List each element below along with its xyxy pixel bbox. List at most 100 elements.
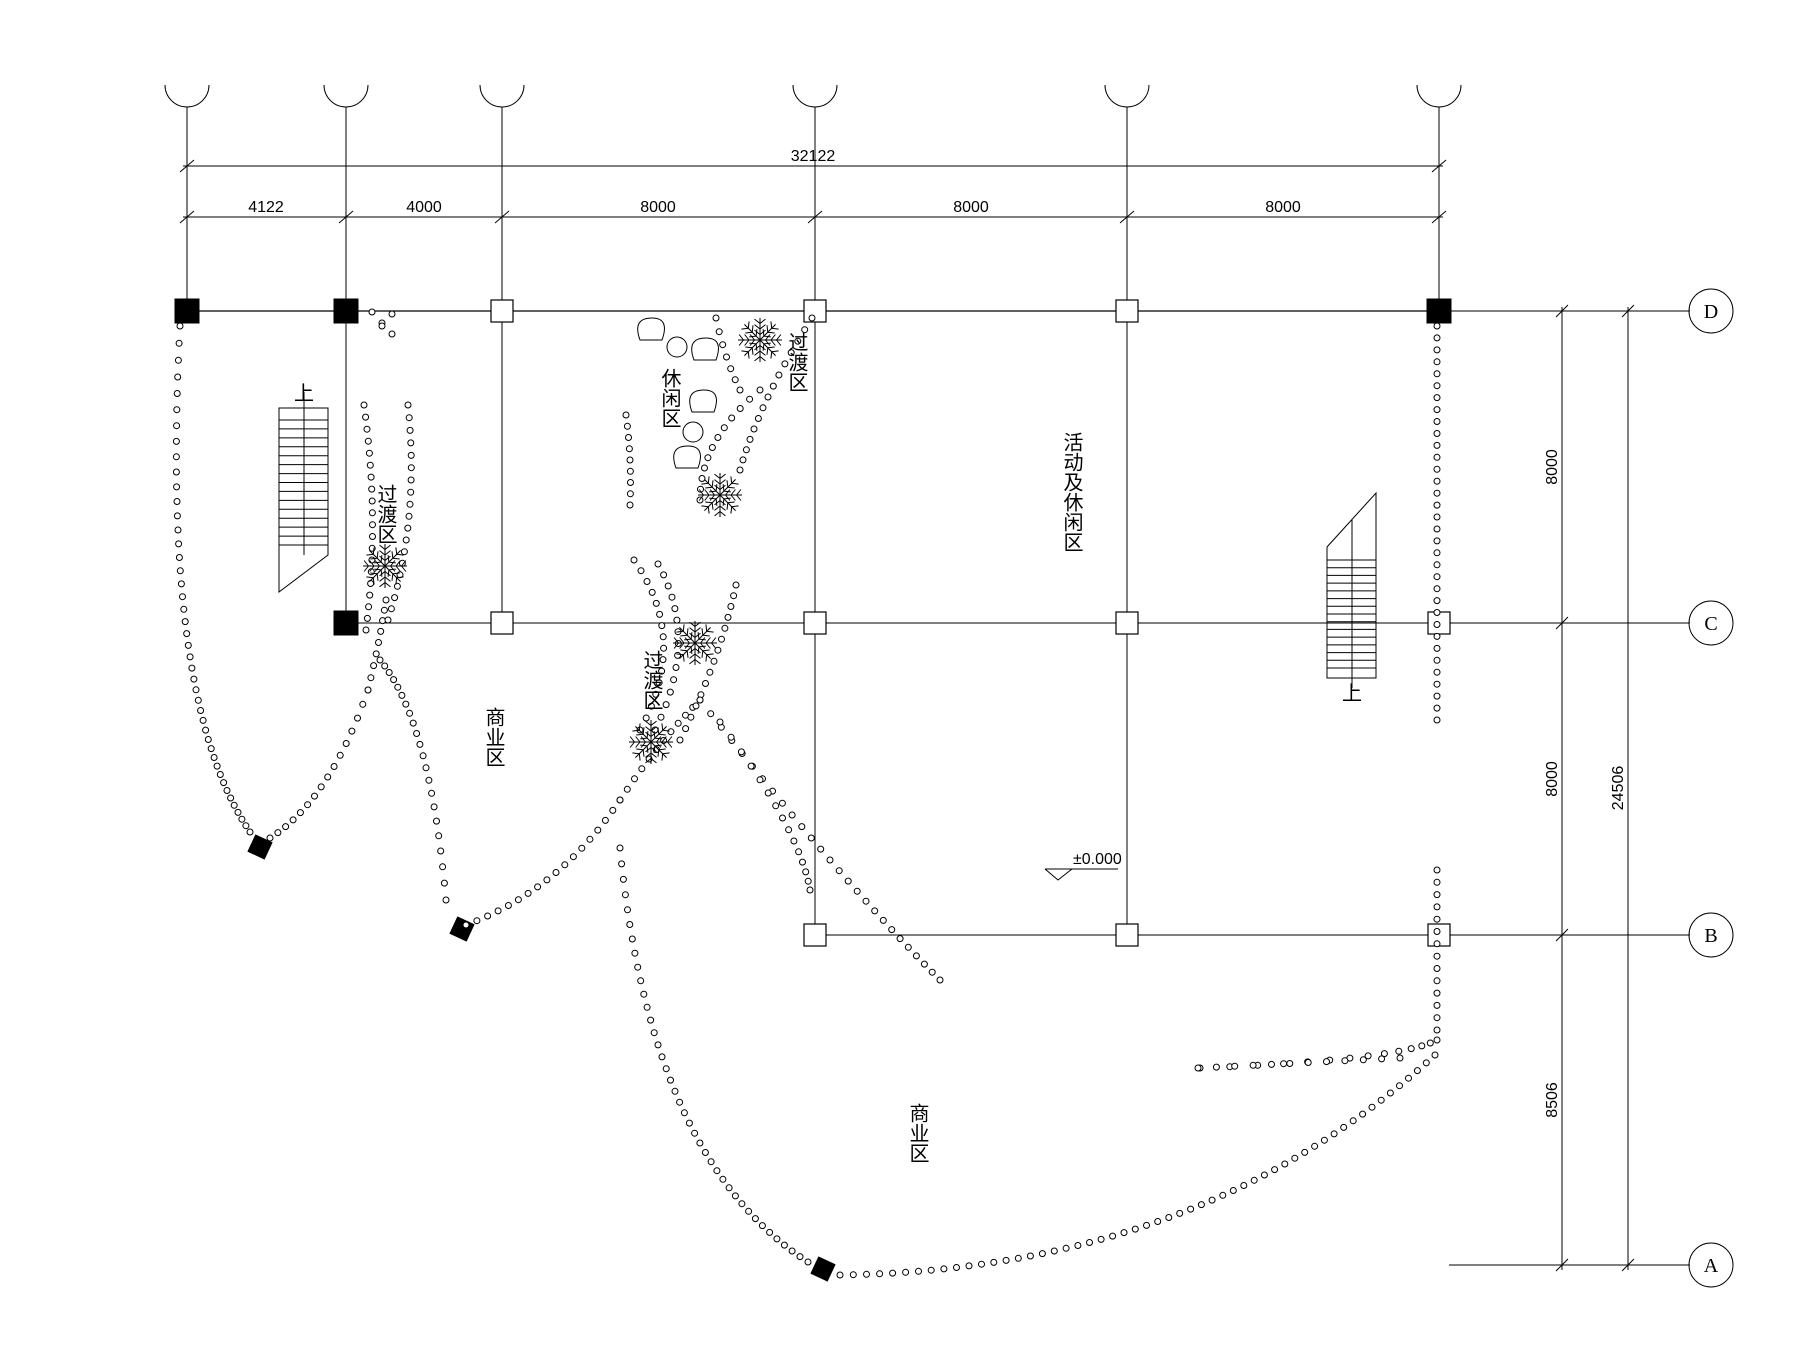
path-dot — [806, 886, 814, 894]
zone-transition-1: 过渡区 — [374, 484, 398, 544]
path-dot — [795, 848, 803, 856]
path-dot — [289, 816, 297, 824]
path-dot — [1176, 1209, 1184, 1217]
path-dot — [324, 773, 332, 781]
path-dot — [634, 963, 642, 971]
path-dot — [640, 990, 648, 998]
tree-icon — [738, 318, 782, 362]
path-dot — [696, 1139, 704, 1147]
path-dot — [223, 787, 231, 794]
path-dot — [367, 473, 375, 481]
path-dot — [405, 512, 413, 520]
path-dot — [387, 605, 395, 613]
path-dot — [176, 567, 184, 575]
path-dot — [1380, 1050, 1388, 1058]
path-dot — [785, 826, 793, 834]
path-dot — [723, 353, 730, 361]
path-dot — [1340, 1123, 1348, 1131]
path-dot — [766, 1228, 774, 1236]
path-dot — [781, 360, 789, 368]
path-dot — [1433, 525, 1441, 533]
path-dot — [1143, 1221, 1150, 1229]
path-dot — [667, 1076, 674, 1084]
path-dot — [1368, 1103, 1376, 1111]
path-dot — [732, 581, 740, 589]
path-dot — [1433, 891, 1441, 899]
path-dot — [643, 578, 651, 585]
path-dot — [425, 776, 433, 784]
path-dot — [736, 405, 744, 412]
path-dot — [775, 371, 783, 379]
path-dot — [173, 498, 181, 505]
path-dot — [1311, 1142, 1319, 1150]
path-dot — [616, 796, 624, 804]
path-dot — [227, 794, 235, 802]
path-dot — [1422, 1059, 1430, 1067]
path-dot — [184, 641, 192, 649]
path-dot — [725, 1184, 733, 1192]
path-dot — [853, 887, 861, 895]
path-dot — [625, 445, 633, 453]
top-axis-bubbles — [0, 0, 1800, 108]
path-dot — [407, 488, 415, 496]
path-dot — [627, 479, 634, 486]
path-dot — [375, 639, 382, 646]
path-dot — [578, 844, 586, 852]
path-dot — [173, 406, 181, 414]
path-dot — [623, 422, 631, 430]
path-dot — [790, 837, 798, 845]
path-dot — [304, 801, 312, 809]
path-dot — [296, 809, 304, 817]
path-dot — [1407, 1045, 1415, 1053]
path-dot — [1249, 1061, 1257, 1069]
path-dot — [668, 593, 676, 601]
path-dot — [394, 683, 402, 691]
path-dot — [342, 740, 350, 747]
path-dot — [188, 664, 196, 672]
path-dot — [416, 740, 424, 748]
path-dot — [220, 779, 228, 787]
path-dot — [936, 976, 944, 984]
path-dot — [1268, 1060, 1275, 1068]
stair-right: 上 — [1326, 491, 1377, 705]
path-dot — [928, 968, 936, 976]
path-dot — [274, 829, 282, 837]
path-dot — [388, 330, 396, 338]
right-axis-bubbles: D C B A — [1688, 288, 1734, 1288]
zone-commercial-1: 商业区 — [482, 707, 506, 767]
zone-leisure: 休闲区 — [658, 368, 682, 428]
path-dot — [1433, 537, 1441, 545]
path-dot — [701, 464, 708, 472]
path-dot — [674, 651, 682, 659]
path-dot — [179, 593, 186, 601]
dim-span-4: 8000 — [953, 199, 989, 216]
path-dot — [172, 453, 180, 461]
path-dot — [181, 618, 189, 626]
path-dot — [1433, 952, 1441, 960]
elevation-marker: ±0.000 — [1044, 851, 1122, 881]
path-dot — [1433, 430, 1441, 437]
path-dot — [685, 1119, 693, 1127]
path-dot — [731, 1192, 739, 1200]
zone-transition-2: 过渡区 — [785, 332, 809, 392]
path-dot — [1433, 928, 1441, 935]
path-dot — [422, 764, 430, 772]
path-dot — [707, 710, 715, 718]
path-dot — [671, 1087, 679, 1095]
path-dot — [672, 664, 680, 671]
path-dot — [1433, 382, 1441, 390]
path-dot — [655, 679, 663, 687]
path-dot — [439, 863, 447, 871]
path-dot — [1231, 1062, 1239, 1070]
path-dot — [1280, 1060, 1288, 1068]
path-dot — [626, 490, 634, 498]
path-dot — [808, 314, 816, 322]
path-dot — [719, 341, 727, 349]
path-dot — [701, 1149, 709, 1156]
path-dot — [1433, 573, 1441, 581]
path-dot — [779, 814, 786, 822]
path-dot — [1433, 370, 1441, 378]
dim-span-2: 4000 — [406, 199, 442, 216]
path-dot — [462, 921, 470, 929]
